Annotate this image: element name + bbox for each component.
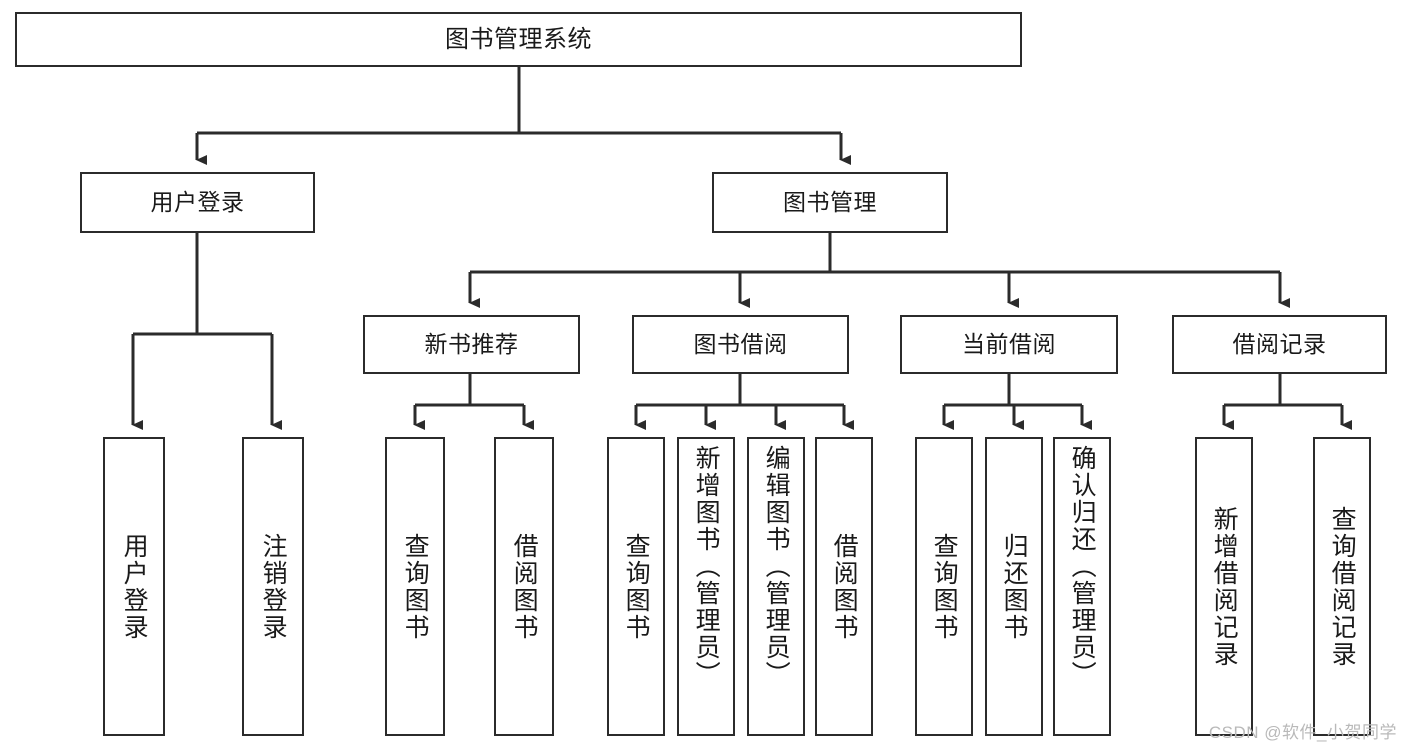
leaf-borrow-book[interactable]: 借阅图书 [815, 437, 873, 736]
leaf-return-book[interactable]: 归还图书 [985, 437, 1043, 736]
leaf-confirm-return-admin[interactable]: 确认归还（管理员） [1053, 437, 1111, 736]
node-current-borrow[interactable]: 当前借阅 [900, 315, 1118, 374]
node-label: 用户登录 [120, 532, 149, 641]
node-label: 新书推荐 [424, 331, 519, 358]
leaf-edit-book-admin[interactable]: 编辑图书（管理员） [747, 437, 805, 736]
leaf-query-book-current[interactable]: 查询图书 [915, 437, 973, 736]
leaf-query-book-recommend[interactable]: 查询图书 [385, 437, 445, 736]
node-label: 借阅图书 [830, 532, 859, 641]
watermark-text: CSDN @软件_小贺同学 [1208, 723, 1397, 742]
leaf-borrow-book-recommend[interactable]: 借阅图书 [494, 437, 554, 736]
node-new-book-recommend[interactable]: 新书推荐 [363, 315, 580, 374]
node-label: 图书管理 [783, 189, 877, 216]
node-borrow-record[interactable]: 借阅记录 [1172, 315, 1387, 374]
leaf-query-book-borrow[interactable]: 查询图书 [607, 437, 665, 736]
node-label: 归还图书 [1000, 532, 1029, 641]
node-label: 当前借阅 [962, 331, 1056, 358]
leaf-add-book-admin[interactable]: 新增图书（管理员） [677, 437, 735, 736]
node-label: 新增借阅记录 [1210, 505, 1239, 668]
node-label: 图书管理系统 [445, 25, 592, 53]
node-label: 注销登录 [259, 532, 288, 641]
node-label: 借阅记录 [1232, 331, 1327, 358]
node-label: 借阅图书 [510, 532, 539, 641]
node-label: 查询图书 [622, 532, 651, 641]
node-label: 用户登录 [150, 189, 245, 216]
node-label: 确认归还（管理员） [1068, 445, 1097, 688]
node-book-manage[interactable]: 图书管理 [712, 172, 948, 233]
node-label: 查询图书 [930, 532, 959, 641]
leaf-logout[interactable]: 注销登录 [242, 437, 304, 736]
node-label: 图书借阅 [693, 331, 788, 358]
node-user-login[interactable]: 用户登录 [80, 172, 315, 233]
node-label: 查询图书 [401, 532, 430, 641]
node-root-system[interactable]: 图书管理系统 [15, 12, 1022, 67]
node-book-borrow[interactable]: 图书借阅 [632, 315, 849, 374]
node-label: 编辑图书（管理员） [762, 445, 791, 688]
leaf-user-login[interactable]: 用户登录 [103, 437, 165, 736]
leaf-add-borrow-record[interactable]: 新增借阅记录 [1195, 437, 1253, 736]
node-label: 查询借阅记录 [1328, 505, 1357, 668]
leaf-query-borrow-record[interactable]: 查询借阅记录 [1313, 437, 1371, 736]
node-label: 新增图书（管理员） [692, 445, 721, 688]
